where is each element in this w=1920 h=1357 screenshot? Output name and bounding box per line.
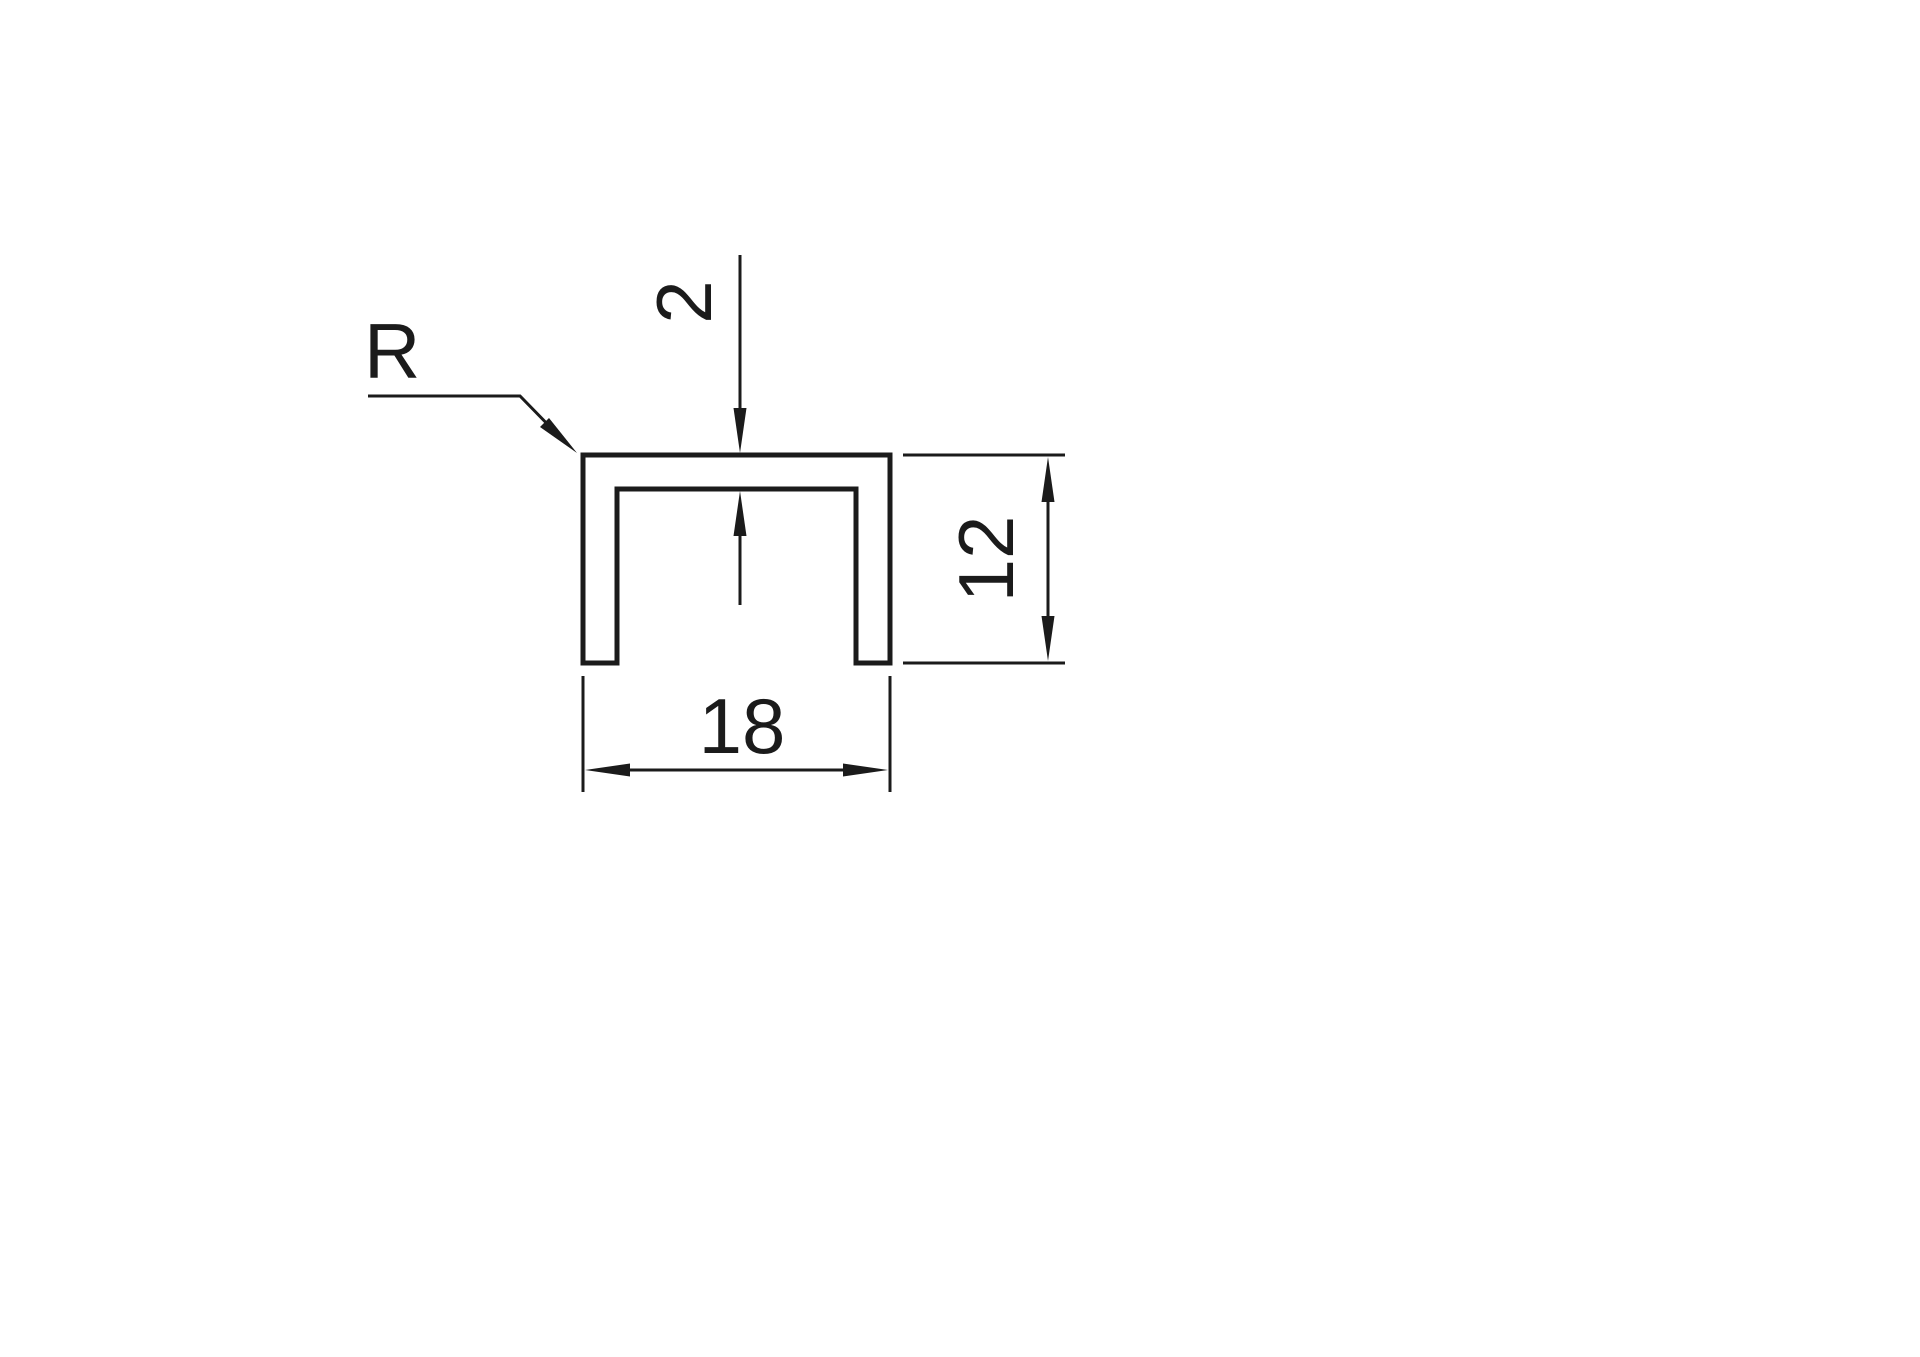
height-arrow-up-icon [1041, 457, 1055, 502]
radius-arrow-icon [540, 418, 577, 453]
dimension-width: 18 [581, 676, 892, 792]
width-arrow-left-icon [585, 763, 630, 777]
dimension-height: 12 [903, 453, 1065, 665]
width-value: 18 [699, 682, 786, 770]
height-arrow-down-icon [1041, 616, 1055, 661]
radius-callout: R [364, 307, 577, 453]
thickness-arrow-up-icon [733, 491, 747, 536]
radius-leader-line [368, 394, 562, 439]
width-arrow-right-icon [843, 763, 888, 777]
channel-profile-outline [580, 452, 893, 666]
thickness-arrow-down-icon [733, 408, 747, 453]
radius-label: R [364, 307, 420, 395]
thickness-value: 2 [640, 280, 728, 323]
height-value: 12 [942, 516, 1030, 603]
dimension-thickness: 2 [640, 255, 747, 605]
